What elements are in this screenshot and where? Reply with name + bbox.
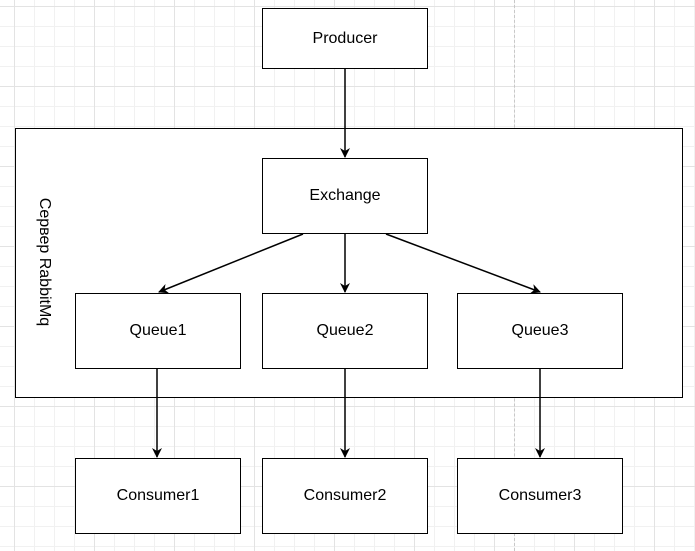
arrow-exchange-queue1: [158, 233, 304, 294]
queue1-node[interactable]: Queue1: [75, 293, 241, 369]
consumer2-node[interactable]: Consumer2: [262, 458, 428, 534]
producer-node[interactable]: Producer: [262, 8, 428, 69]
exchange-node[interactable]: Exchange: [262, 158, 428, 234]
queue3-node[interactable]: Queue3: [457, 293, 623, 369]
consumer3-node[interactable]: Consumer3: [457, 458, 623, 534]
consumer1-node[interactable]: Consumer1: [75, 458, 241, 534]
arrow-exchange-queue3: [385, 233, 541, 294]
queue2-node[interactable]: Queue2: [262, 293, 428, 369]
